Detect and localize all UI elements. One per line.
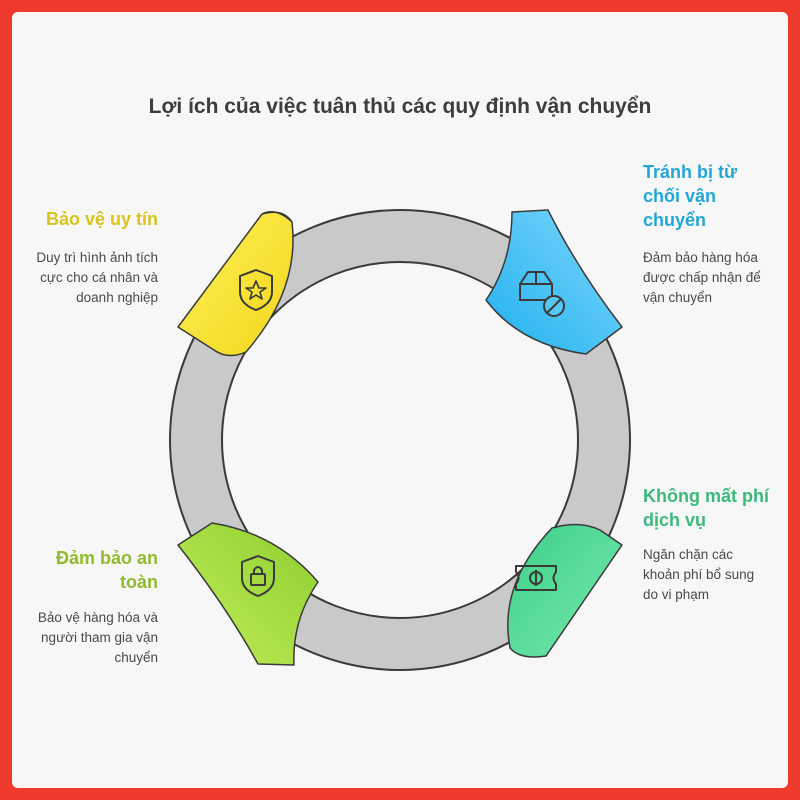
ticket-coin-icon <box>515 565 557 591</box>
benefit-description-no-fees: Ngăn chặn các khoản phí bổ sung do vi ph… <box>643 547 755 602</box>
benefit-heading-reputation: Bảo vệ uy tín <box>45 209 158 229</box>
benefit-description-avoid-rejection: Đảm bảo hàng hóa được chấp nhận để vận c… <box>643 250 761 305</box>
benefit-heading-no-fees: Không mất phí dịch vụ <box>643 486 769 530</box>
shield-star-icon <box>239 269 273 311</box>
package-blocked-icon <box>519 271 565 317</box>
benefit-description-reputation: Duy trì hình ảnh tích cực cho cá nhân và… <box>36 250 158 305</box>
arrow-segment-green <box>507 523 623 658</box>
shield-lock-icon <box>241 555 275 597</box>
benefit-heading-avoid-rejection: Tránh bị từ chối vận chuyển <box>643 162 738 230</box>
arrow-segment-yellow <box>177 211 294 357</box>
cycle-ring <box>169 209 631 671</box>
benefit-description-safety: Bảo vệ hàng hóa và người tham gia vận ch… <box>37 610 158 665</box>
arrow-segment-blue <box>485 209 623 355</box>
page-title: Lợi ích của việc tuân thủ các quy định v… <box>148 95 652 118</box>
benefit-heading-safety: Đảm bảo an toàn <box>55 548 158 592</box>
arrow-segment-lime <box>177 522 319 666</box>
